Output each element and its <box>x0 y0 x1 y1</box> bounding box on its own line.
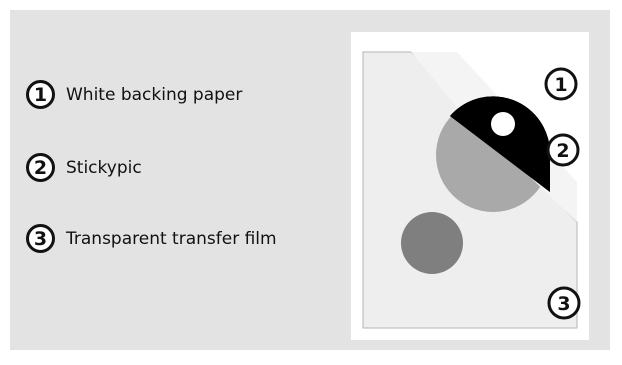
stickypic-layers-svg: 1 2 3 <box>351 32 589 340</box>
legend-label-stickypic: Stickypic <box>66 158 142 178</box>
legend-item-transfer-film: 3 Transparent transfer film <box>26 224 277 253</box>
number-badge-3: 3 <box>26 224 55 253</box>
marker-2-text: 2 <box>556 140 569 162</box>
stickypic-illustration: 1 2 3 <box>351 32 589 340</box>
legend-label-backing-paper: White backing paper <box>66 85 242 105</box>
marker-3-text: 3 <box>557 293 570 315</box>
dark-grey-circle <box>401 212 463 274</box>
number-badge-2: 2 <box>26 153 55 182</box>
marker-1-text: 1 <box>554 74 567 96</box>
legend-item-stickypic: 2 Stickypic <box>26 153 142 182</box>
legend-item-backing-paper: 1 White backing paper <box>26 80 242 109</box>
diagram-panel: 1 White backing paper 2 Stickypic 3 Tran… <box>10 10 610 350</box>
sticker-white-dot <box>491 112 515 136</box>
legend-label-transfer-film: Transparent transfer film <box>66 229 277 249</box>
number-badge-1: 1 <box>26 80 55 109</box>
